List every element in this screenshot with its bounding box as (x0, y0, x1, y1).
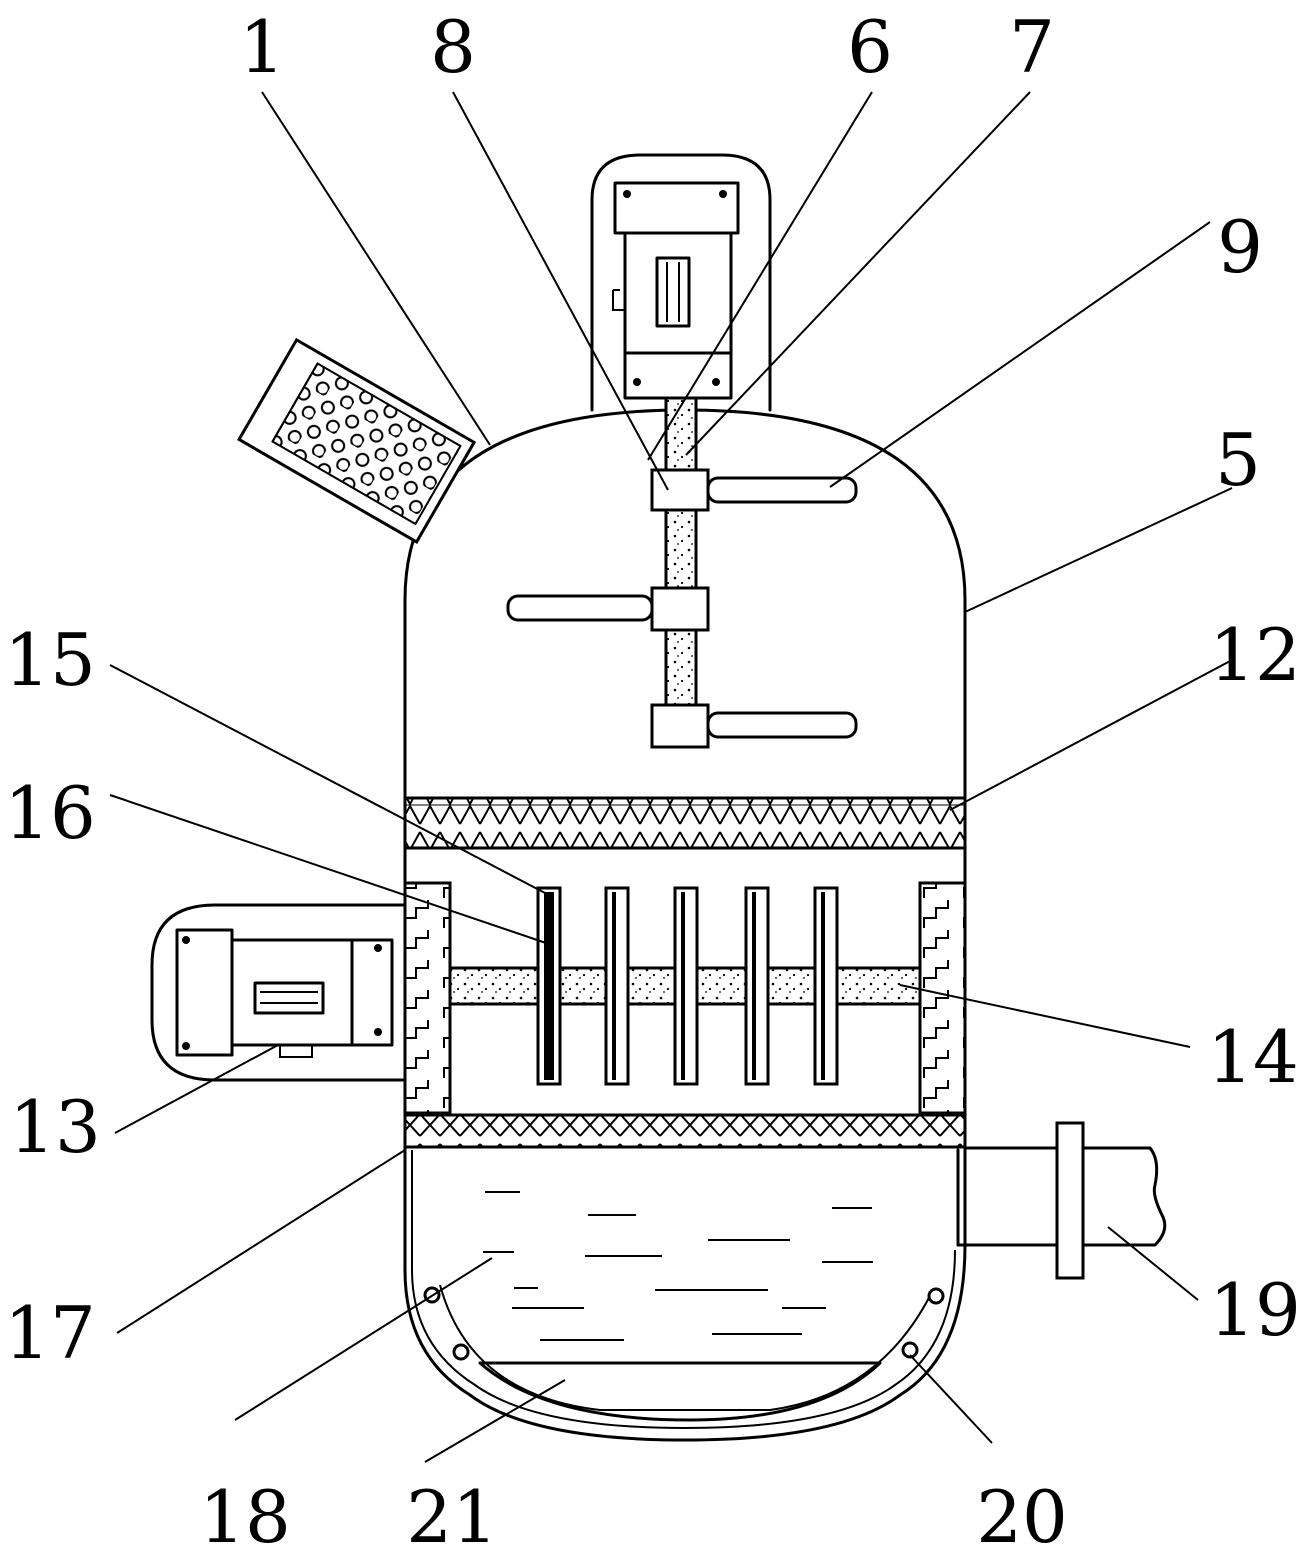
liquid-surface-lines (483, 1191, 873, 1341)
side-motor-housing (150, 903, 407, 1082)
side-motor-plate (175, 928, 234, 1057)
stirring-shaft (664, 396, 698, 742)
upper-filter-screen (403, 796, 967, 850)
label-6: 6 (847, 5, 893, 89)
label-20: 20 (976, 1475, 1068, 1555)
top-motor-housing (590, 153, 772, 412)
motor-vent (655, 256, 691, 328)
motor-terminal (612, 289, 625, 311)
lower-filter-screen (403, 1113, 967, 1149)
label-15: 15 (4, 618, 96, 702)
label-9: 9 (1217, 205, 1263, 289)
label-7: 7 (1009, 5, 1055, 89)
outlet-flange (1055, 1121, 1085, 1280)
feed-hopper (237, 337, 477, 545)
label-19: 19 (1209, 1268, 1301, 1352)
top-motor-plate (613, 181, 740, 235)
inner-liner (439, 1284, 933, 1411)
leader-lines (109, 91, 1233, 1463)
heating-elements (423, 1286, 945, 1361)
side-motor-vent (253, 981, 325, 1015)
label-17: 17 (4, 1291, 96, 1375)
outlet-pipe (956, 1146, 1167, 1247)
label-13: 13 (9, 1085, 101, 1169)
vessel-bottom (403, 1148, 967, 1442)
label-1: 1 (239, 5, 285, 89)
label-8: 8 (430, 5, 476, 89)
label-14: 14 (1207, 1015, 1299, 1099)
label-12: 12 (1209, 613, 1301, 697)
crushing-blades (536, 886, 839, 1086)
collection-tray (478, 1361, 882, 1422)
motor-vent-slots (666, 262, 680, 322)
shaft-hub-3 (650, 703, 710, 749)
label-18: 18 (199, 1475, 291, 1555)
stirring-blade-3 (706, 711, 858, 739)
label-5: 5 (1215, 418, 1261, 502)
top-motor-base (623, 351, 733, 400)
heating-jacket (411, 1150, 956, 1430)
stirring-blade-2 (506, 594, 654, 622)
stirring-blade-1 (706, 476, 858, 504)
side-motor-terminal (279, 1045, 313, 1058)
part-labels: 1 5 6 7 8 9 12 13 14 15 16 17 18 19 20 2… (4, 5, 1301, 1555)
shaft-hub-2 (650, 586, 710, 632)
label-21: 21 (406, 1475, 498, 1555)
left-crushing-liner (403, 881, 452, 1115)
label-16: 16 (4, 771, 96, 855)
side-motor-flange (350, 938, 394, 1047)
